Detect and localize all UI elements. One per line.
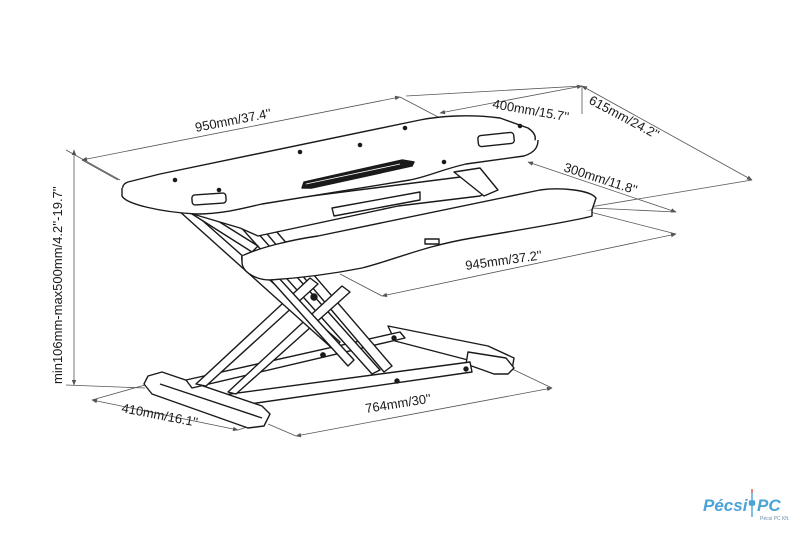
label-keyboard-width: 945mm/37.2'' <box>464 247 543 273</box>
base-frame <box>143 325 515 429</box>
tv-tower-icon <box>748 489 756 517</box>
keyboard-tray <box>241 188 597 281</box>
label-top-width: 950mm/37.4'' <box>194 105 273 134</box>
logo-text-right: PC <box>757 496 781 515</box>
label-height-range: min106mm-max500mm/4.2''-19.7'' <box>50 186 65 384</box>
logo-tagline: Pécsi PC Kft. <box>760 516 789 522</box>
dimension-lines <box>65 84 753 438</box>
label-total-depth: 615mm/24.2'' <box>587 92 662 142</box>
desk-top <box>121 115 539 237</box>
pecsi-pc-logo: Pécsi PC Pécsi PC Kft. <box>703 489 789 522</box>
logo-text-left: Pécsi <box>703 496 749 515</box>
